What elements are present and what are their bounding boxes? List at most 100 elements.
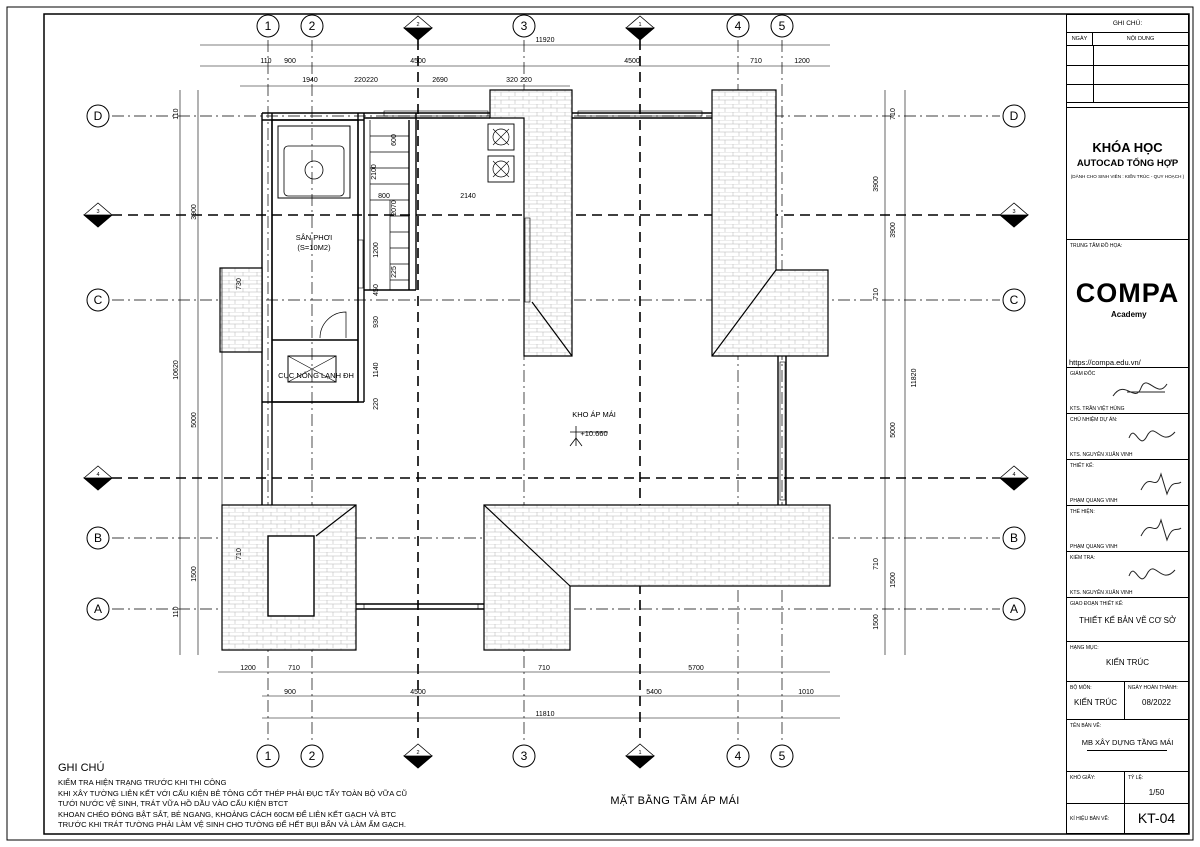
grid-label-1-top: 1 — [265, 19, 272, 33]
dim-bottom-1: 1200 — [240, 665, 256, 672]
revision-col-date: NGÀY — [1067, 33, 1093, 46]
course-box: KHÓA HỌC AUTOCAD TỔNG HỢP (DÀNH CHO SINH… — [1067, 107, 1188, 240]
sec-mark-12-left-num: 3 — [96, 209, 99, 215]
check-signature — [1128, 568, 1176, 580]
dim-left-8: 110 — [173, 606, 180, 617]
grid-label-4-bottom: 4 — [735, 749, 742, 763]
dim-int-7: 225 — [391, 266, 398, 278]
design-label: THIẾT KẾ: — [1070, 463, 1094, 469]
done-label: NGÀY HOÀN THÀNH: — [1128, 685, 1178, 691]
room-attic: KHO ÁP MÁI — [572, 410, 616, 419]
dim-int-2: 2100 — [371, 164, 378, 180]
website-link[interactable]: https://compa.edu.vn/ — [1069, 358, 1141, 367]
grid-label-5-top: 5 — [779, 19, 786, 33]
item-label: HẠNG MỤC: — [1070, 645, 1099, 651]
chief-signature — [1128, 430, 1176, 442]
drawn-name: PHẠM QUANG VINH — [1070, 544, 1118, 550]
dim-int-4: 2140 — [460, 193, 476, 200]
dim-left-1: 110 — [173, 108, 180, 119]
course-title-1: KHÓA HỌC — [1092, 140, 1163, 155]
revision-header: GHI CHÚ: — [1067, 15, 1188, 33]
dimension-texts: 11920 900 4500 4500 710 1200 110 1940 22… — [173, 37, 918, 718]
grid-label-b-right: B — [1010, 531, 1018, 545]
level-marker — [569, 426, 608, 447]
notes-heading: GHI CHÚ — [58, 762, 105, 774]
dim-detail-2: 1940 — [302, 77, 318, 84]
dim-right-7: 710 — [873, 558, 880, 570]
dim-int-5: 2070 — [391, 200, 398, 216]
paper-label: KHỔ GIẤY: — [1070, 775, 1096, 781]
item-box: HẠNG MỤC: KIẾN TRÚC — [1067, 642, 1188, 682]
dim-right-2: 3900 — [873, 176, 880, 192]
note-line: KIỂM TRA HIỆN TRẠNG TRƯỚC KHI THI CÔNG — [58, 778, 227, 787]
dim-top-5: 1200 — [794, 58, 810, 65]
done-value: 08/2022 — [1142, 698, 1171, 707]
dim-int-3: 800 — [378, 193, 390, 200]
section-markers: 2 KT-11 1 KT-10 2 KT-11 1 KT-10 3 KT-12 … — [82, 15, 1030, 769]
dim-detail-3: 220 — [354, 77, 366, 84]
dim-bottom-3: 710 — [538, 665, 550, 672]
sec-mark-10-bot-num: 1 — [638, 750, 641, 756]
roof-tiles — [219, 89, 831, 651]
director-signature — [1112, 382, 1168, 397]
sec-mark-10-top-num: 1 — [638, 22, 641, 28]
note-line: TƯỚI NƯỚC VỆ SINH, TRÁT VỮA HỒ DẦU VÀO C… — [58, 799, 289, 808]
note-line: TRƯỚC KHI TRÁT TƯỜNG PHẢI LÀM VỆ SINH CH… — [58, 820, 406, 829]
compa-logo-sub: Academy — [1111, 310, 1147, 319]
sec-mark-11-bot-ref: KT-11 — [411, 758, 425, 764]
dim-left-2: 3900 — [191, 204, 198, 220]
logo-box: TRUNG TÂM ĐỒ HỌA: COMPA Academy https://… — [1067, 240, 1188, 368]
design-name: PHẠM QUANG VINH — [1070, 498, 1118, 504]
center-label: TRUNG TÂM ĐỒ HỌA: — [1070, 243, 1123, 249]
phase-value: THIẾT KẾ BẢN VẼ CƠ SỞ — [1079, 616, 1176, 625]
sec-mark-13-left-ref: KT-13 — [91, 480, 106, 486]
note-line: KHOAN CHÉO ĐÓNG BẬT SẮT, BẺ NGANG, KHOẢN… — [58, 809, 397, 819]
room-water-tank: CỤC NÓNG LẠNH ĐH — [278, 371, 354, 380]
dim-left-4: 5000 — [191, 412, 198, 428]
sec-mark-10-top-ref: KT-10 — [633, 30, 648, 36]
dim-top-2: 4500 — [410, 58, 426, 65]
paper-scale-box: KHỔ GIẤY: TỶ LỆ: 1/50 — [1067, 772, 1188, 804]
general-notes: GHI CHÚ KIỂM TRA HIỆN TRẠNG TRƯỚC KHI TH… — [58, 762, 478, 831]
grid-label-a-left: A — [94, 602, 102, 616]
dim-int-9: 930 — [373, 316, 380, 328]
sec-mark-11-bot-num: 2 — [416, 750, 419, 756]
check-label: KIỂM TRA: — [1070, 555, 1095, 561]
room-labels: SÂN PHƠI (S=10M2) CỤC NÓNG LẠNH ĐH KHO Á… — [278, 233, 616, 438]
dim-detail-1: 110 — [260, 58, 271, 65]
room-drying-area: (S=10M2) — [297, 243, 331, 252]
dim-bottom-4: 5700 — [688, 665, 704, 672]
check-name: KTS. NGUYỄN XUÂN VINH — [1070, 590, 1133, 596]
sec-mark-11-top-num: 2 — [416, 22, 419, 28]
dim-detail-6: 320 — [506, 77, 518, 84]
dim-top-4: 710 — [750, 58, 762, 65]
code-label: KÍ HIỆU BẢN VẼ: — [1070, 816, 1110, 822]
drawn-box: THỂ HIỆN: PHẠM QUANG VINH — [1067, 506, 1188, 552]
dim-bottom-8: 1010 — [798, 689, 814, 696]
dim-left-6: 730 — [236, 278, 243, 290]
drawn-signature — [1140, 518, 1182, 542]
chief-box: CHỦ NHIỆM DỰ ÁN: KTS. NGUYỄN XUÂN VINH — [1067, 414, 1188, 460]
sec-mark-13-right-ref: KT-13 — [1007, 480, 1022, 486]
phase-label: GIAO ĐOẠN THIẾT KẾ: — [1070, 601, 1124, 607]
dim-detail-7: 220 — [520, 77, 532, 84]
chief-label: CHỦ NHIỆM DỰ ÁN: — [1070, 417, 1118, 423]
grid-label-d-right: D — [1010, 109, 1019, 123]
dept-value: KIẾN TRÚC — [1074, 698, 1117, 707]
dim-int-6: 1200 — [373, 242, 380, 258]
grid-label-3-bottom: 3 — [521, 749, 528, 763]
sec-mark-10-bot-ref: KT-10 — [633, 758, 648, 764]
dim-top-1: 900 — [284, 58, 296, 65]
sec-mark-11-top-ref: KT-11 — [411, 30, 425, 36]
compa-logo: COMPA — [1075, 278, 1180, 308]
stairs — [369, 120, 409, 290]
dim-detail-5: 2690 — [432, 77, 448, 84]
sec-mark-13-left-num: 4 — [96, 472, 99, 478]
dim-right-8: 1500 — [890, 572, 897, 588]
grid-label-c-right: C — [1010, 293, 1019, 307]
grid-bubbles — [86, 14, 1026, 768]
dim-bottom-6: 4500 — [410, 689, 426, 696]
director-label: GIÁM ĐỐC — [1070, 371, 1096, 377]
grid-label-4-top: 4 — [735, 19, 742, 33]
done-cell: NGÀY HOÀN THÀNH: 08/2022 — [1125, 682, 1188, 719]
